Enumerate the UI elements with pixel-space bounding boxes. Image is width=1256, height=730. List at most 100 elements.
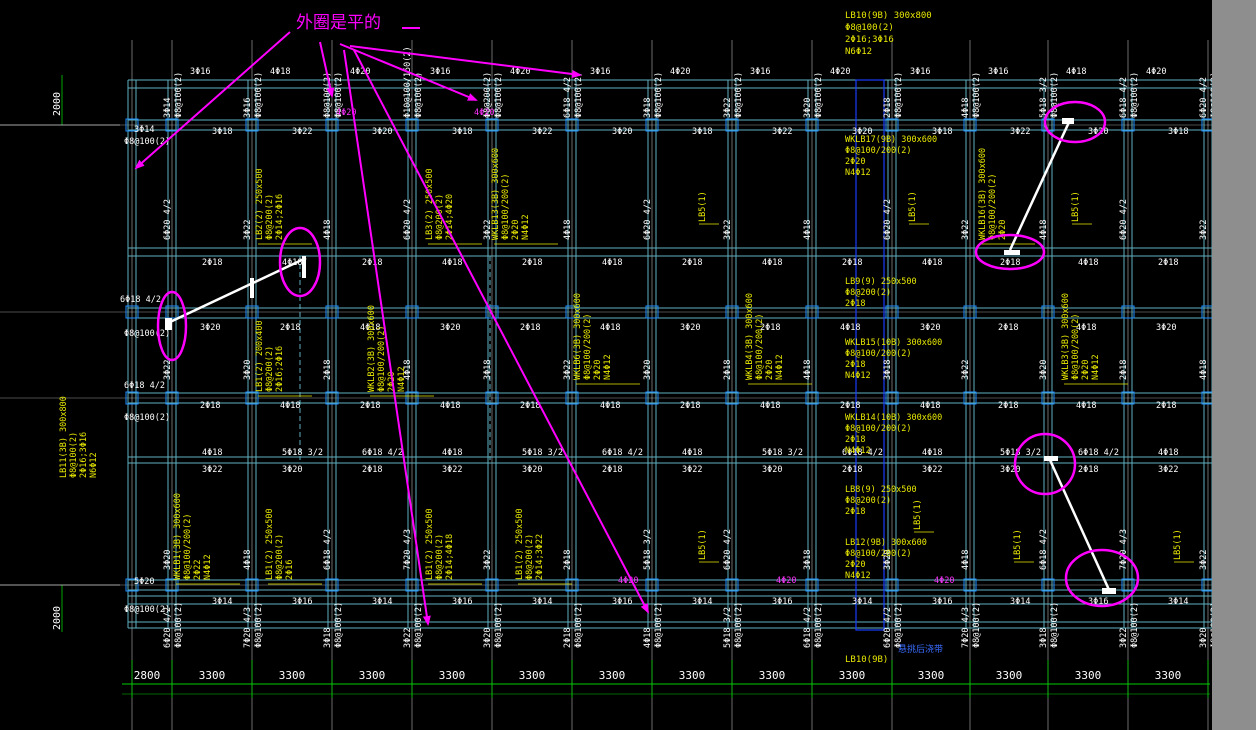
beam-label: Φ8@100/200(2) — [501, 173, 511, 240]
rebar-label: 3Φ22 — [723, 98, 733, 118]
rebar-label: Φ8@100(2) — [174, 602, 184, 648]
beam-label: 2Φ20 — [593, 360, 603, 380]
rebar-label: Φ8@100(2) — [1130, 72, 1140, 118]
highlight-block — [250, 278, 254, 298]
rebar-label: 5Φ18 3/2 — [522, 448, 563, 458]
rebar-label: 4Φ20 — [830, 67, 850, 77]
rebar-label: 3Φ14 — [692, 597, 712, 607]
bottom-info-line2: 悬挑后浇带 — [898, 643, 943, 655]
column — [805, 578, 819, 592]
magenta-rebar-label: 4Φ20 — [618, 576, 638, 586]
rebar-label: 3Φ22 — [442, 465, 462, 475]
beam-label: 2Φ18 — [845, 360, 865, 370]
rebar-label: 2Φ18 — [1078, 465, 1098, 475]
rebar-label: 2Φ18 — [760, 323, 780, 333]
beam-label: Φ8@200(2) — [845, 288, 891, 298]
dim-value: 3300 — [996, 669, 1023, 682]
rebar-label: 5Φ18 3/2 — [643, 529, 653, 570]
rebar-label: 2Φ18 — [360, 401, 380, 411]
rebar-label: 3Φ14 — [1010, 597, 1030, 607]
column — [725, 391, 739, 405]
rebar-label: 4Φ18 — [1076, 323, 1096, 333]
rebar-label: 4Φ18 — [243, 550, 253, 570]
beam-label: Φ8@100/200(2) — [988, 173, 998, 240]
rebar-label: 7Φ20 4/3 — [961, 607, 971, 648]
rebar-label: Φ8@100(2) — [124, 329, 170, 339]
rebar-label: 3Φ18 — [692, 127, 712, 137]
rebar-label: 4Φ18 — [1199, 360, 1209, 380]
rebar-label: Φ8@100(2) — [124, 137, 170, 147]
rebar-label: 6Φ18 4/2 — [323, 529, 333, 570]
rebar-label: Φ8@100(2) — [814, 72, 824, 118]
rebar-label: 6Φ20 4/2 — [403, 199, 413, 240]
column — [645, 578, 659, 592]
top-info-line1: LB10(9B) 300x800 — [845, 11, 932, 21]
rebar-label: 3Φ18 — [483, 360, 493, 380]
column — [325, 118, 339, 132]
rebar-label: 6Φ18 4/2 — [803, 607, 813, 648]
dim-value: 3300 — [199, 669, 226, 682]
highlight-stroke — [169, 256, 307, 324]
beam-label: N4Φ12 — [1091, 354, 1101, 380]
rebar-label: Φ8@100(2) — [124, 605, 170, 615]
rebar-label: Φ8@100(2) — [814, 602, 824, 648]
rebar-label: 3Φ20 — [883, 550, 893, 570]
dim-value: 3300 — [839, 669, 866, 682]
rebar-label: 3Φ16 — [988, 67, 1008, 77]
rebar-label: 4Φ18 — [961, 98, 971, 118]
rebar-label: 3Φ14 — [134, 125, 154, 135]
rebar-label: Φ8@100(2) — [494, 602, 504, 648]
post-cast-strip — [855, 79, 885, 631]
beam-label: N4Φ12 — [775, 354, 785, 380]
rebar-label: 7Φ20 4/3 — [403, 529, 413, 570]
beam-label: 2Φ20 — [765, 360, 775, 380]
highlight-block — [1102, 588, 1116, 594]
left-beam-line4: N6Φ12 — [89, 452, 99, 478]
bottom-info-line1: LB10(9B) — [845, 655, 888, 665]
rebar-label: 3Φ22 — [682, 465, 702, 475]
rebar-label: 2Φ18 — [883, 98, 893, 118]
column — [1041, 578, 1055, 592]
rebar-label: 3Φ22 — [403, 628, 413, 648]
rebar-label: Φ8@100(2) — [654, 602, 664, 648]
beam-label-small: LB5(1) — [1071, 191, 1081, 222]
annotation-arrow — [134, 31, 291, 170]
column — [245, 578, 259, 592]
rebar-label: 2Φ18 — [323, 360, 333, 380]
magenta-rebar-label: 4Φ20 — [934, 576, 954, 586]
dim-value: 3300 — [599, 669, 626, 682]
rebar-label: Φ8@100(2) — [494, 72, 504, 118]
rebar-label: 4Φ18 — [360, 323, 380, 333]
beam-label: N4Φ12 — [521, 214, 531, 240]
rebar-label: 3Φ14 — [372, 597, 392, 607]
rebar-label: 3Φ22 — [1199, 220, 1209, 240]
rebar-label: Φ8@100(2) — [254, 72, 264, 118]
column — [565, 578, 579, 592]
beam-label: Φ8@100/200(2) — [1071, 313, 1081, 380]
top-info-line4: N6Φ12 — [845, 47, 872, 57]
beam-label: Φ8@200(2) — [265, 194, 275, 240]
rebar-label: 4Φ20 — [1146, 67, 1166, 77]
beam-label: LB9(9) 250x500 — [845, 277, 917, 287]
rebar-label: 4Φ18 — [323, 220, 333, 240]
column — [963, 578, 977, 592]
beam-label: Φ8@200(2) — [435, 194, 445, 240]
rebar-label: 3Φ20 — [762, 465, 782, 475]
rebar-label: 4Φ18 — [1158, 448, 1178, 458]
rebar-label: 4Φ18 — [803, 220, 813, 240]
rebar-label: 4Φ18 — [643, 628, 653, 648]
columns — [125, 79, 1215, 631]
rebar-label: 3Φ20 — [483, 628, 493, 648]
annotation-arrow — [319, 41, 335, 98]
rebar-label: 3Φ18 — [1168, 127, 1188, 137]
rebar-label: 6Φ20 4/2 — [643, 199, 653, 240]
rebar-label: 3Φ16 — [452, 597, 472, 607]
column — [165, 118, 179, 132]
highlight-block — [165, 318, 172, 330]
rebar-label: Φ8@100(2) — [414, 602, 424, 648]
column — [1041, 305, 1055, 319]
beam-label: LB1(2) 200x400 — [255, 320, 265, 392]
rebar-label: 2Φ18 — [842, 465, 862, 475]
annotation-ellipse — [1013, 432, 1077, 496]
